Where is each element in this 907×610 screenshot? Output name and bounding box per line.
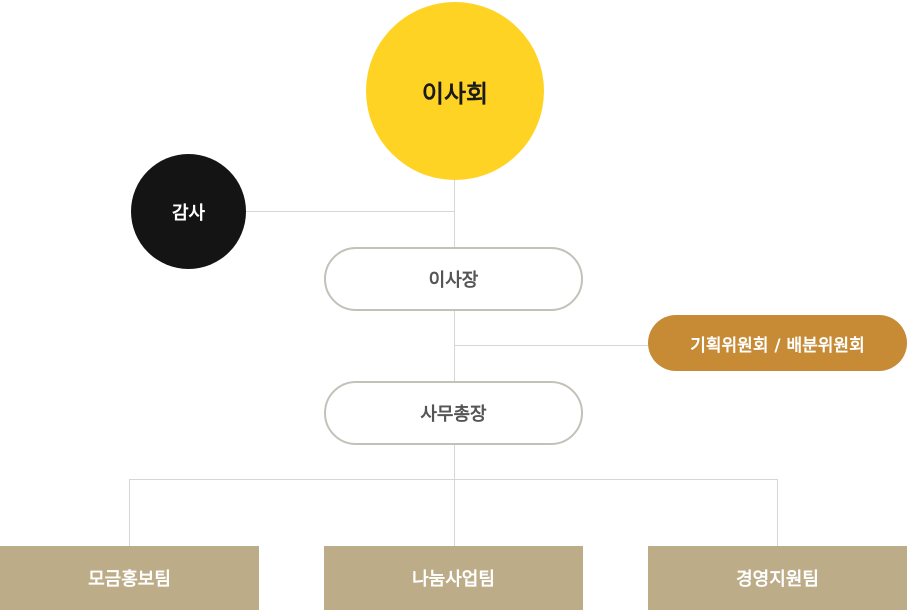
secretary-general-label: 사무총장 xyxy=(420,404,487,425)
team-node-fundraising: 모금홍보팀 xyxy=(0,546,259,610)
committee-label: 기획위원회 / 배분위원회 xyxy=(690,335,865,356)
team-label: 경영지원팀 xyxy=(736,569,819,590)
connector-team-bus xyxy=(129,479,778,480)
connector-secgen-down xyxy=(454,445,455,546)
connector-team1 xyxy=(129,479,130,546)
team-label: 모금홍보팀 xyxy=(88,569,171,590)
auditor-node: 감사 xyxy=(131,154,246,269)
board-node: 이사회 xyxy=(366,2,544,180)
team-node-sharing: 나눔사업팀 xyxy=(324,546,583,610)
chairman-label: 이사장 xyxy=(428,270,479,291)
team-node-management: 경영지원팀 xyxy=(648,546,907,610)
connector-team3 xyxy=(777,479,778,546)
secretary-general-node: 사무총장 xyxy=(324,381,583,445)
team-label: 나눔사업팀 xyxy=(412,569,495,590)
connector-chairman-to-secgen xyxy=(454,311,455,381)
connector-committee xyxy=(454,345,648,346)
connector-auditor xyxy=(246,211,455,212)
board-label: 이사회 xyxy=(421,79,489,108)
committee-node: 기획위원회 / 배분위원회 xyxy=(648,315,907,371)
chairman-node: 이사장 xyxy=(324,247,583,311)
auditor-label: 감사 xyxy=(171,202,206,224)
connector-board-to-chairman xyxy=(454,180,455,247)
